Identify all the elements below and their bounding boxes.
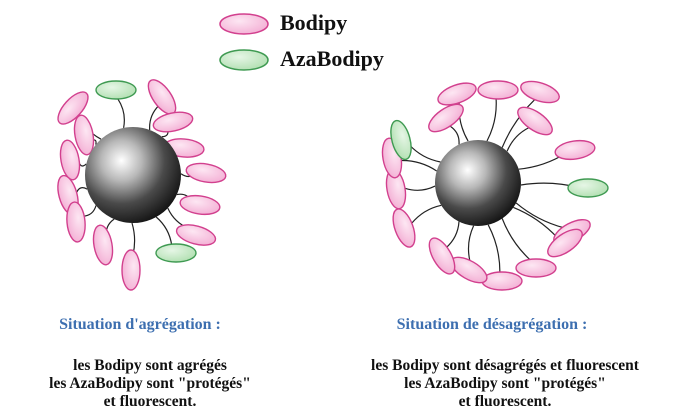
legend-azabodipy-label: AzaBodipy <box>280 46 384 72</box>
disaggregation-description: les Bodipy sont désagrégés et fluorescen… <box>330 357 680 411</box>
disaggregation-bodipy-molecule <box>424 234 460 278</box>
disaggregation-line-2: les AzaBodipy sont "protégés" <box>330 375 680 393</box>
disaggregation-bodipy-molecule <box>482 272 522 290</box>
disaggregation-line-1: les Bodipy sont désagrégés et fluorescen… <box>330 357 680 375</box>
legend-azabodipy-icon <box>220 50 268 70</box>
aggregation-bodipy-molecule <box>179 193 221 216</box>
aggregation-bodipy-molecule <box>91 224 116 267</box>
disaggregation-linker <box>468 226 473 261</box>
aggregation-linker <box>77 188 88 193</box>
disaggregation-linker <box>412 205 442 223</box>
aggregation-bodipy-molecule <box>122 250 140 290</box>
disaggregation-linker <box>513 207 557 238</box>
legend-bodipy-label: Bodipy <box>280 10 347 36</box>
disaggregation-bodipy-molecule <box>516 259 556 277</box>
aggregation-bodipy-molecule <box>152 109 195 135</box>
disaggregation-linker <box>450 126 459 144</box>
aggregation-linker <box>83 206 96 217</box>
disaggregation-azabodipy-molecule <box>568 179 608 197</box>
disaggregation-line-3: et fluorescent. <box>330 393 680 411</box>
disaggregation-bodipy-molecule <box>389 206 420 250</box>
aggregation-line-1: les Bodipy sont agrégés <box>20 357 280 375</box>
legend-bodipy-icon <box>220 14 268 34</box>
disaggregation-linker <box>446 222 459 248</box>
aggregation-line-3: et fluorescent. <box>20 393 280 411</box>
disaggregation-linker <box>502 219 531 261</box>
aggregation-core-sphere <box>85 127 181 223</box>
disaggregation-nanoparticle <box>380 77 608 290</box>
disaggregation-linker <box>405 186 435 190</box>
disaggregation-linker <box>487 99 496 141</box>
aggregation-bodipy-molecule <box>65 201 86 242</box>
disaggregation-linker <box>409 144 441 162</box>
aggregation-azabodipy-molecule <box>156 244 196 262</box>
disaggregation-bodipy-molecule <box>478 81 518 99</box>
aggregation-linker <box>118 99 125 128</box>
aggregation-description: les Bodipy sont agrégés les AzaBodipy so… <box>20 357 280 411</box>
aggregation-azabodipy-molecule <box>96 81 136 99</box>
aggregation-bodipy-molecule <box>185 161 228 186</box>
aggregation-nanoparticle <box>53 75 227 290</box>
disaggregation-core-sphere <box>435 140 521 226</box>
aggregation-title: Situation d'agrégation : <box>20 316 260 334</box>
disaggregation-linker <box>516 203 564 228</box>
aggregation-line-2: les AzaBodipy sont "protégés" <box>20 375 280 393</box>
disaggregation-title: Situation de désagrégation : <box>372 316 612 334</box>
disaggregation-bodipy-molecule <box>518 77 562 106</box>
disaggregation-bodipy-molecule <box>554 138 596 161</box>
aggregation-linker <box>156 217 172 245</box>
disaggregation-linker <box>401 160 437 171</box>
disaggregation-linker <box>488 225 500 272</box>
